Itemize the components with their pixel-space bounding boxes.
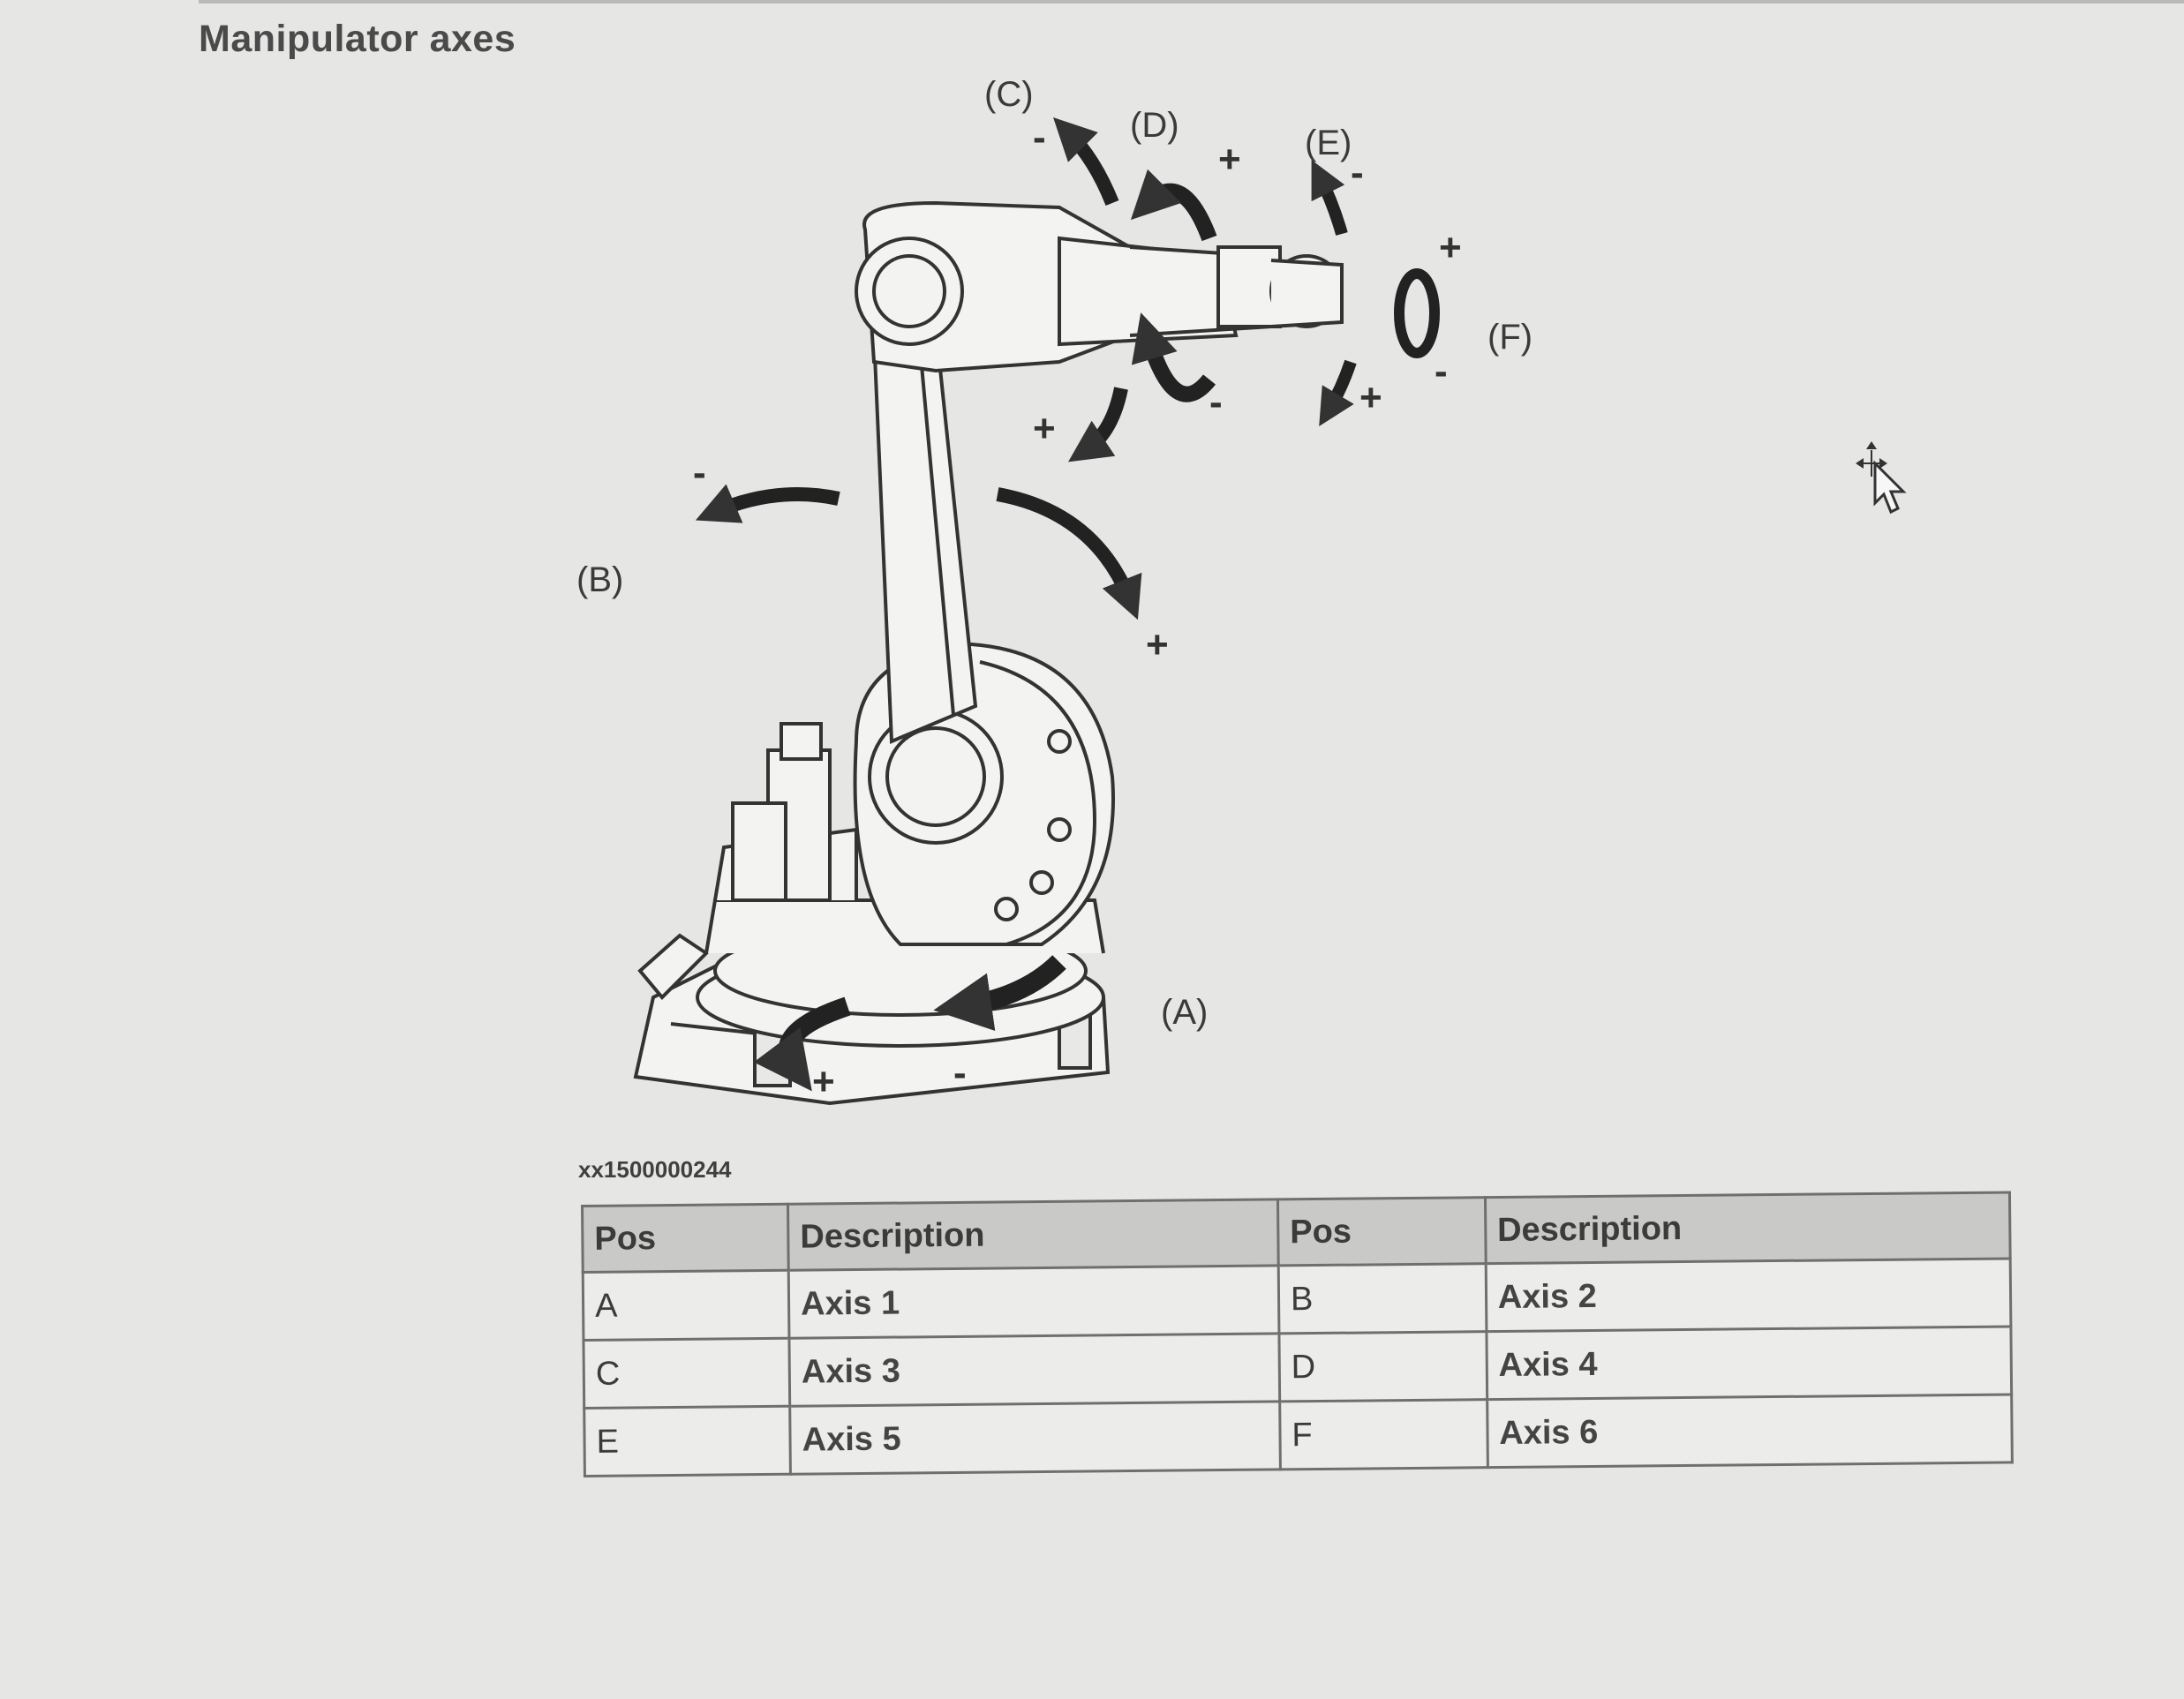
- cell-description: Axis 6: [1487, 1394, 2013, 1468]
- label-d: (D): [1130, 106, 1179, 145]
- axis-e-plus: +: [1359, 376, 1382, 419]
- axis-c-minus: -: [1033, 116, 1046, 159]
- axis-e-minus: -: [1351, 151, 1364, 194]
- label-a: (A): [1161, 993, 1208, 1032]
- table-row: E Axis 5 F Axis 6: [584, 1394, 2013, 1477]
- axis-a-arrow-minus: [933, 955, 1066, 1031]
- axis-b-arrow-minus: [695, 484, 840, 523]
- header-description-2: Description: [1485, 1192, 2011, 1264]
- robot-axes-figure: + -: [565, 71, 1589, 1121]
- axis-d-minus: -: [1209, 380, 1223, 424]
- cell-pos: F: [1279, 1399, 1488, 1470]
- axis-b-plus: +: [1146, 623, 1169, 666]
- axis-e-arrow-plus: [1319, 359, 1357, 427]
- axis-motor: [731, 722, 832, 902]
- cell-pos: C: [583, 1338, 790, 1409]
- label-c: (C): [984, 75, 1034, 114]
- section-title: Manipulator axes: [199, 18, 516, 60]
- axis-d-arrow-plus: [1130, 169, 1217, 242]
- cell-description: Axis 4: [1486, 1326, 2012, 1400]
- axis-f-arrow: [1394, 268, 1440, 358]
- axis-c-plus: +: [1033, 407, 1056, 450]
- header-pos-1: Pos: [582, 1204, 789, 1273]
- axis-a-arrow-plus: [753, 996, 851, 1092]
- forearm: [855, 200, 1344, 373]
- cell-description: Axis 3: [789, 1333, 1280, 1407]
- axis-b-arrow-plus: [996, 487, 1142, 620]
- header-pos-2: Pos: [1277, 1197, 1486, 1266]
- header-description-1: Description: [787, 1199, 1279, 1271]
- cell-pos: B: [1278, 1263, 1487, 1334]
- axis-a-minus: -: [953, 1051, 967, 1094]
- axis-e-arrow-minus: [1311, 160, 1348, 236]
- label-e: (E): [1305, 124, 1352, 162]
- axis-f-plus: +: [1439, 226, 1462, 269]
- cell-description: Axis 1: [788, 1265, 1279, 1339]
- axis-c-arrow-minus: [1053, 117, 1119, 206]
- cell-pos: E: [584, 1406, 791, 1477]
- axis-c-arrow-plus: [1068, 387, 1128, 462]
- axis-f-minus: -: [1435, 350, 1448, 393]
- move-cursor-icon: [1856, 441, 1907, 515]
- figure-id: xx1500000244: [578, 1156, 732, 1183]
- top-rule: [199, 0, 2184, 4]
- axis-a-plus: +: [812, 1060, 835, 1103]
- cell-pos: A: [583, 1270, 790, 1341]
- upper-arm: [871, 324, 978, 744]
- axes-table: Pos Description Pos Description A Axis 1…: [581, 1191, 2014, 1477]
- cell-pos: D: [1278, 1331, 1487, 1402]
- axis-d-arrow-minus: [1131, 312, 1216, 402]
- label-f: (F): [1487, 318, 1533, 357]
- axis-b-minus: -: [693, 451, 706, 494]
- cell-description: Axis 5: [789, 1401, 1281, 1475]
- label-b: (B): [576, 560, 623, 599]
- cell-description: Axis 2: [1485, 1258, 2011, 1332]
- axis-d-plus: +: [1218, 138, 1241, 181]
